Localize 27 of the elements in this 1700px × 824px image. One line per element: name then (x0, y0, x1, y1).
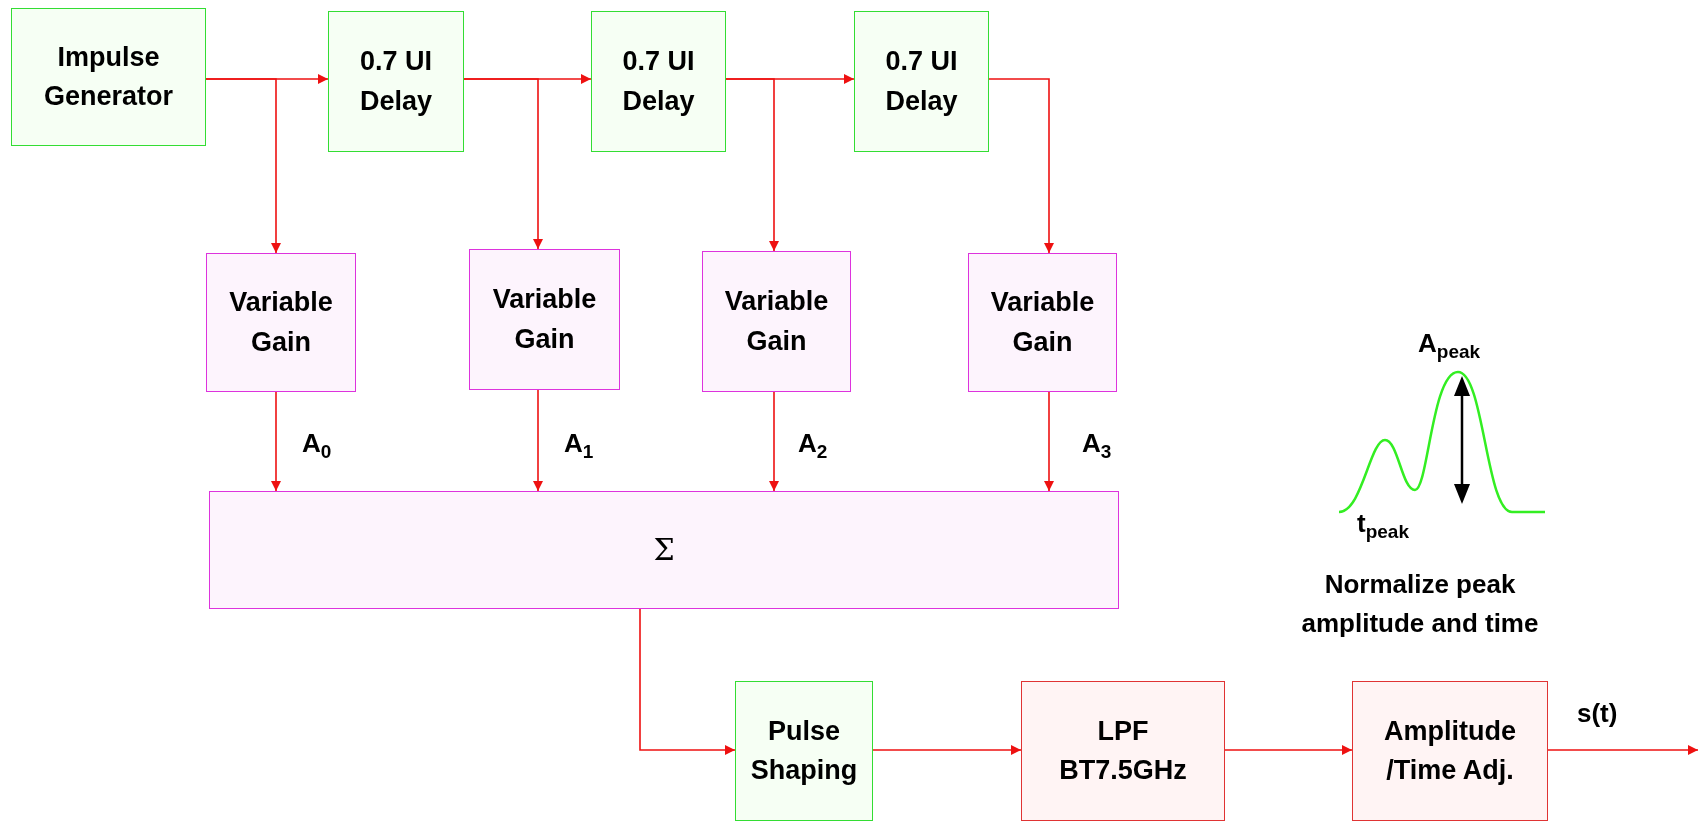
gain-box: Variable Gain (968, 253, 1117, 392)
process-box: Impulse Generator (11, 8, 206, 146)
arrow (271, 391, 281, 492)
arrow (205, 78, 281, 254)
gain-box: Variable Gain (469, 249, 620, 390)
process-box: Amplitude /Time Adj. (1352, 681, 1548, 821)
peak-label: A$_{peak}$ (1418, 328, 1481, 364)
gain-box: Variable Gain (206, 253, 356, 392)
summer-box: Σ (209, 491, 1119, 609)
delay-box: 0.7 UI Delay (591, 11, 726, 152)
arrow (533, 389, 543, 492)
arrow (769, 391, 779, 492)
arrow (872, 745, 1022, 755)
gain-box: Variable Gain (702, 251, 851, 392)
arrow (988, 78, 1054, 254)
arrow (725, 78, 779, 252)
arrow (463, 78, 543, 250)
arrow (1044, 391, 1054, 492)
filter-box: LPF BT7.5GHz (1021, 681, 1225, 821)
process-box: Pulse Shaping (735, 681, 873, 821)
delay-box: 0.7 UI Delay (328, 11, 464, 152)
delay-box: 0.7 UI Delay (854, 11, 989, 152)
arrow (639, 608, 736, 755)
arrow (1547, 745, 1699, 755)
arrow (1224, 745, 1353, 755)
caption-text: Normalize peak amplitude and time (1300, 568, 1540, 640)
peak-label: t$_{peak}$ (1357, 508, 1409, 544)
